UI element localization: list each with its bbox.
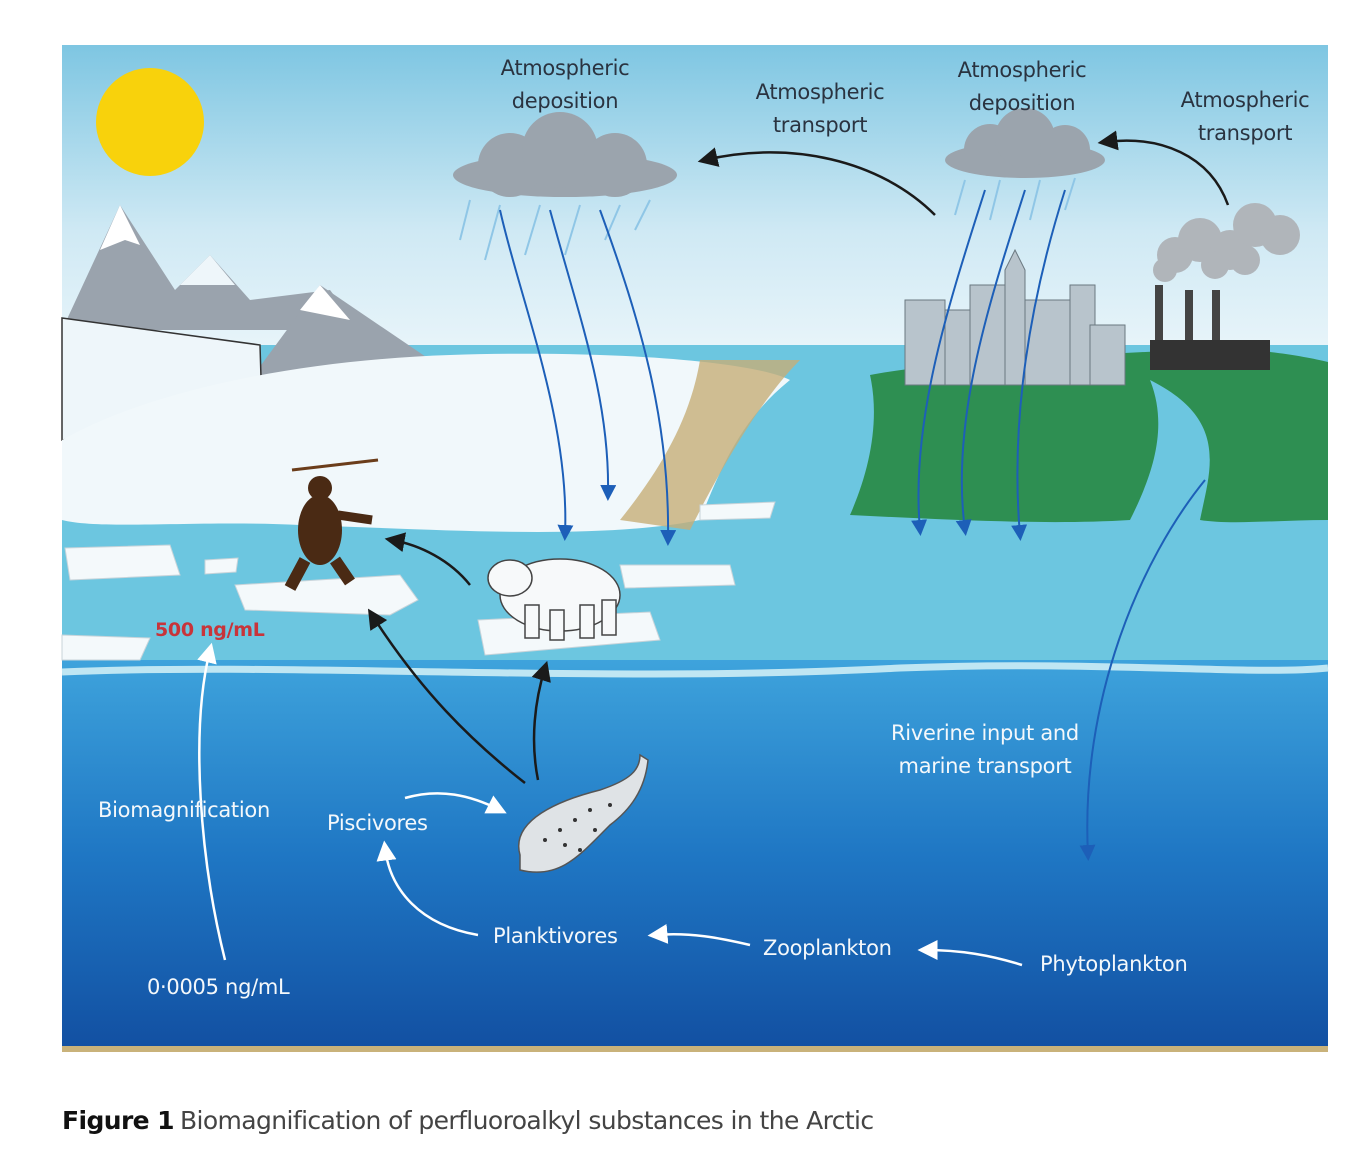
shore — [620, 360, 800, 530]
riverine-arrow — [1079, 479, 1206, 861]
label-line: Riverine input and — [891, 721, 1079, 745]
deposition-arrows — [499, 189, 1206, 861]
zooplankton-label: Zooplankton — [763, 936, 892, 960]
transport-arrows — [367, 130, 1230, 784]
biomagnification-label: Biomagnification — [98, 798, 270, 822]
atmospheric-deposition-right-label: Atmospheric deposition — [937, 54, 1107, 120]
sun — [96, 68, 204, 176]
riverine-label: Riverine input and marine transport — [870, 717, 1100, 783]
piscivores-label: Piscivores — [327, 811, 428, 835]
label-line: transport — [1197, 121, 1293, 145]
polar-bear — [487, 558, 621, 641]
caption-title: Biomagnification of perfluoroalkyl subst… — [179, 1106, 874, 1135]
atmospheric-deposition-left-label: Atmospheric deposition — [480, 52, 650, 118]
hunter — [284, 458, 379, 591]
planktivores-label: Planktivores — [493, 924, 618, 948]
seal — [517, 753, 649, 873]
label-line: Atmospheric — [755, 80, 885, 104]
label-line: deposition — [968, 91, 1076, 115]
label-line: Atmospheric — [957, 58, 1087, 82]
top-concentration-label: 500 ng/mL — [155, 619, 265, 641]
label-line: Atmospheric — [1180, 88, 1310, 112]
atmospheric-transport-right-label: Atmospheric transport — [1160, 84, 1330, 150]
factory — [1150, 203, 1300, 370]
label-line: Atmospheric — [500, 56, 630, 80]
phytoplankton-label: Phytoplankton — [1040, 952, 1188, 976]
deep-water — [62, 660, 1328, 1048]
rain — [459, 177, 1076, 261]
food-chain-arrows — [197, 642, 1023, 967]
cloud-left — [453, 112, 677, 197]
cloud-right — [945, 108, 1105, 178]
label-line: marine transport — [898, 754, 1072, 778]
label-line: transport — [772, 113, 868, 137]
label-line: deposition — [511, 89, 619, 113]
atmospheric-transport-left-label: Atmospheric transport — [735, 76, 905, 142]
sea-floor — [62, 1046, 1328, 1052]
city — [904, 248, 1126, 386]
mountains — [62, 205, 460, 380]
bottom-concentration-label: 0·0005 ng/mL — [147, 975, 290, 999]
caption-label: Figure 1 — [62, 1106, 175, 1135]
water-surface-wave — [61, 662, 1329, 678]
